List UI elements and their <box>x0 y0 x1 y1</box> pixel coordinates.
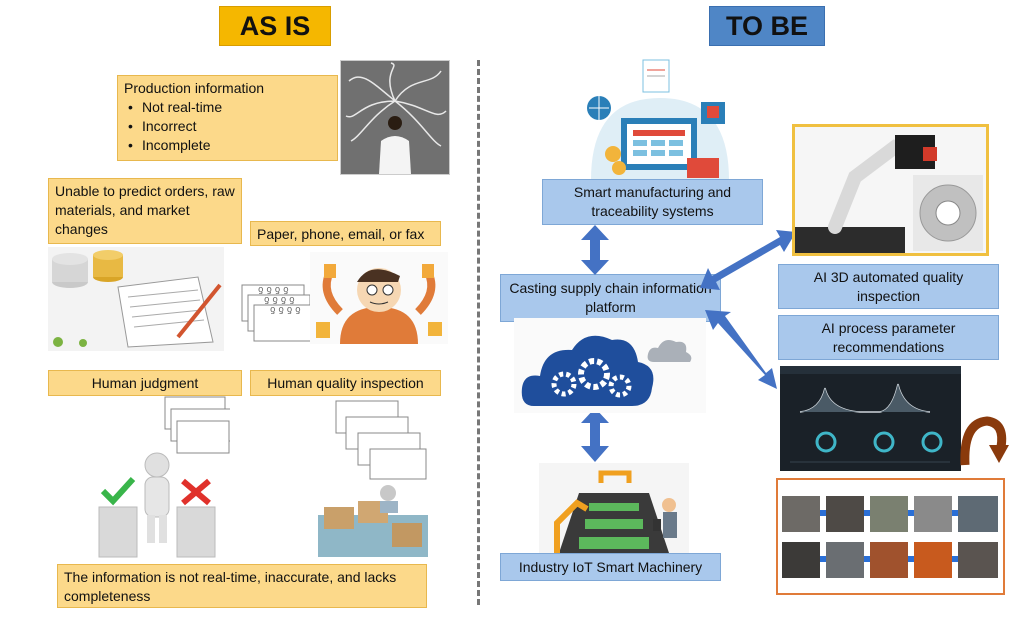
smart-manufacturing-box: Smart manufacturing and traceability sys… <box>542 179 763 225</box>
arrow-platform-iot <box>581 408 609 462</box>
production-info-item: Not real-time <box>128 98 331 117</box>
svg-text:ƍ ƍ ƍ ƍ: ƍ ƍ ƍ ƍ <box>258 285 289 295</box>
iot-box: Industry IoT Smart Machinery <box>500 553 721 581</box>
platform-box: Casting supply chain information platfor… <box>500 274 721 322</box>
divider <box>477 60 480 605</box>
process-photo-grid <box>776 478 1005 595</box>
arrow-platform-dashboard <box>705 310 777 389</box>
production-info-item: Incomplete <box>128 136 331 155</box>
confused-man-image <box>340 60 450 175</box>
production-info-item: Incorrect <box>128 117 331 136</box>
unable-predict-box: Unable to predict orders, raw materials,… <box>48 178 242 244</box>
human-quality-box: Human quality inspection <box>250 370 441 396</box>
finance-documents-image <box>48 247 224 351</box>
iot-factory-illustration <box>539 463 689 555</box>
smart-manufacturing-illustration <box>581 58 739 180</box>
to-be-header: TO BE <box>709 6 825 46</box>
ai-params-box: AI process parameter recommendations <box>778 315 999 360</box>
dashboard-screenshot <box>780 366 961 471</box>
cloud-gears-illustration <box>514 318 706 413</box>
conclusion-box: The information is not real-time, inaccu… <box>57 564 427 608</box>
phone-man-cartoon <box>310 252 448 344</box>
production-info-list: Not real-time Incorrect Incomplete <box>124 98 331 155</box>
svg-text:ƍ ƍ ƍ ƍ: ƍ ƍ ƍ ƍ <box>264 295 295 305</box>
svg-text:ƍ ƍ ƍ ƍ: ƍ ƍ ƍ ƍ <box>270 305 301 315</box>
human-judgment-box: Human judgment <box>48 370 242 396</box>
paper-stack-icon: ƍ ƍ ƍ ƍ ƍ ƍ ƍ ƍ ƍ ƍ ƍ ƍ <box>238 259 318 344</box>
arrow-platform-inspection <box>700 230 796 290</box>
as-is-header: AS IS <box>219 6 331 46</box>
curved-arrow-icon <box>957 415 1009 467</box>
paper-phone-box: Paper, phone, email, or fax <box>250 221 441 246</box>
arrow-smart-platform <box>581 225 609 275</box>
robot-arm-photo <box>792 124 989 256</box>
ai-inspection-box: AI 3D automated quality inspection <box>778 264 999 309</box>
human-judgment-illustration <box>95 395 230 560</box>
production-info-title: Production information <box>124 80 265 96</box>
production-info-box: Production information Not real-time Inc… <box>117 75 338 161</box>
human-quality-illustration <box>318 397 428 562</box>
